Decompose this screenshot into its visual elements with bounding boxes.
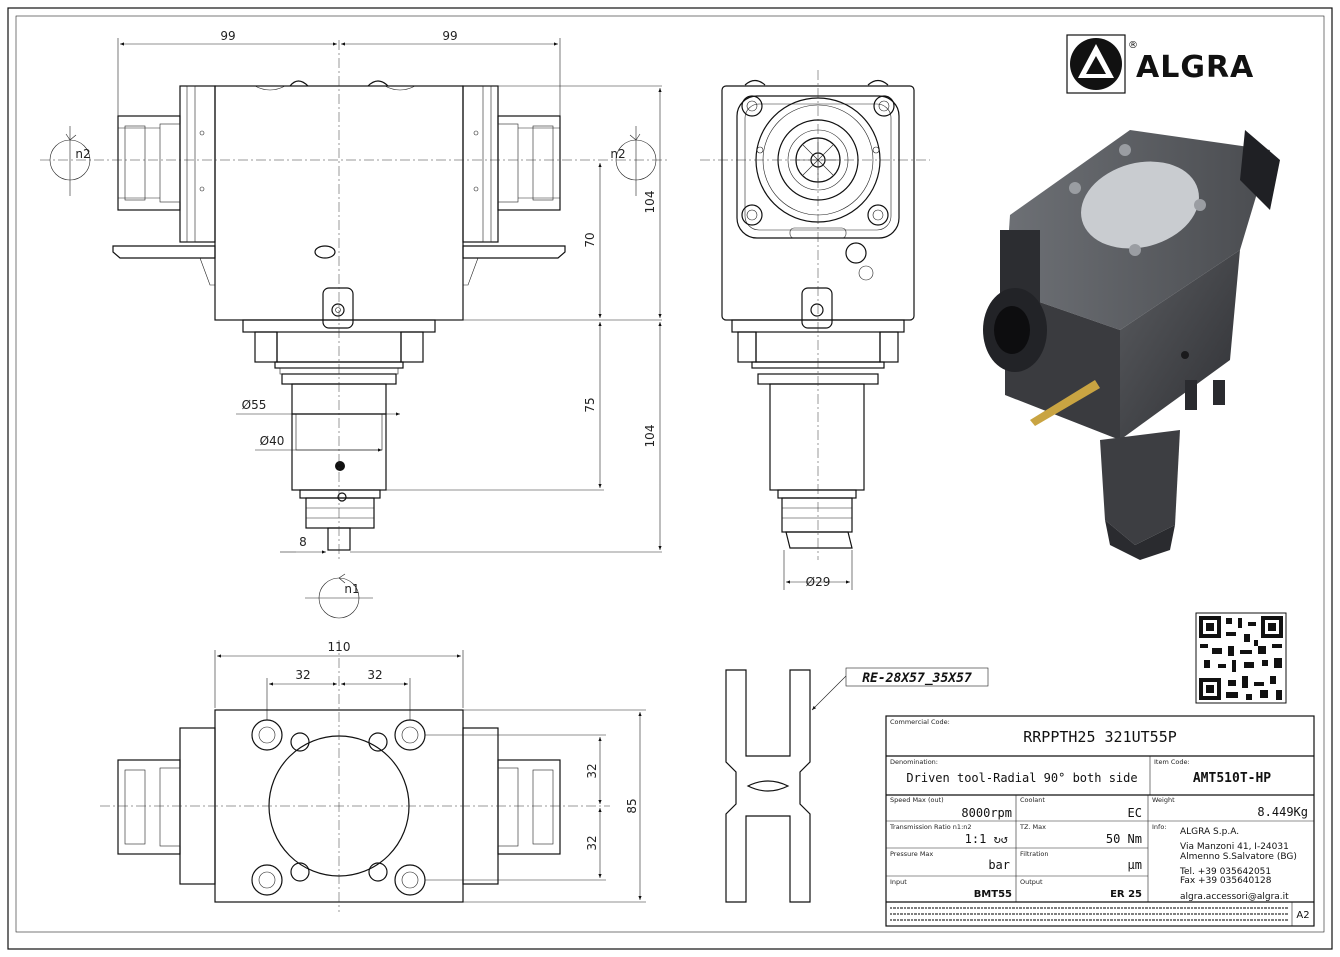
profile-label: RE-28X57_35X57	[862, 671, 972, 686]
dim-32-left: 32	[295, 668, 310, 682]
coolant: EC	[1128, 806, 1142, 820]
brand-name: ALGRA	[1136, 50, 1254, 85]
label-speed: Speed Max (out)	[890, 796, 944, 804]
dim-32-lower: 32	[585, 835, 599, 850]
company-address-2: Almenno S.Salvatore (BG)	[1180, 852, 1297, 862]
dim-104-upper: 104	[643, 191, 657, 214]
dim-99-right: 99	[442, 29, 457, 43]
dim-99-left: 99	[220, 29, 235, 43]
pressure: bar	[988, 858, 1010, 872]
commercial-code: RRPPTH25 321UT55P	[1023, 728, 1177, 746]
label-n1: n1	[344, 582, 359, 596]
label-n2-right: n2	[610, 147, 625, 161]
qr-code	[1195, 612, 1287, 704]
dim-8: 8	[299, 535, 307, 549]
label-filtration: Filtration	[1020, 850, 1049, 858]
label-ratio: Transmission Ratio n1:n2	[889, 823, 972, 831]
output-value: ER 25	[1110, 889, 1142, 900]
label-n2-left: n2	[75, 147, 90, 161]
label-item-code: Item Code:	[1154, 758, 1190, 766]
label-weight: Weight	[1152, 796, 1175, 804]
dim-32-right: 32	[367, 668, 382, 682]
front-dimensions	[117, 38, 662, 554]
sheet-size: A2	[1296, 910, 1309, 921]
title-block	[885, 715, 1315, 927]
denomination: Driven tool-Radial 90° both side	[906, 771, 1137, 785]
company-tel: Tel. +39 035642051	[1179, 867, 1271, 877]
dim-d55: Ø55	[242, 398, 267, 412]
label-input: Input	[890, 878, 907, 886]
company-email: algra.accessori@algra.it	[1180, 892, 1289, 902]
company-fax: Fax +39 035640128	[1180, 876, 1272, 886]
weight: 8.449Kg	[1257, 805, 1308, 819]
ratio: 1:1 ↻↺	[965, 832, 1008, 846]
front-view	[40, 40, 670, 619]
side-view	[700, 70, 930, 590]
registered-mark: ®	[1128, 40, 1138, 51]
input-value: BMT55	[974, 889, 1012, 900]
item-code: AMT510T-HP	[1193, 771, 1271, 786]
label-torque: TZ. Max	[1019, 823, 1046, 831]
company-name: ALGRA S.p.A.	[1180, 827, 1239, 837]
algra-logo	[1066, 34, 1126, 94]
company-address-1: Via Manzoni 41, I-24031	[1180, 842, 1289, 852]
label-denomination: Denomination:	[890, 758, 938, 766]
dim-70: 70	[583, 232, 597, 247]
torque: 50 Nm	[1106, 832, 1142, 846]
filtration: µm	[1128, 858, 1142, 872]
dim-75: 75	[583, 397, 597, 412]
label-output: Output	[1020, 878, 1043, 886]
sheet-border	[7, 7, 1333, 950]
label-commercial-code: Commercial Code:	[890, 718, 950, 726]
bottom-view	[100, 640, 646, 912]
product-3d-render	[983, 130, 1280, 560]
dim-32-upper: 32	[585, 763, 599, 778]
label-pressure: Pressure Max	[890, 850, 933, 858]
dim-85: 85	[625, 798, 639, 813]
label-coolant: Coolant	[1020, 796, 1045, 804]
dim-104-lower: 104	[643, 425, 657, 448]
dim-110: 110	[328, 640, 351, 654]
dim-d40: Ø40	[260, 434, 285, 448]
dim-d29: Ø29	[806, 575, 831, 589]
label-info: Info:	[1152, 823, 1167, 831]
profile-section	[725, 667, 989, 903]
speed: 8000rpm	[961, 806, 1012, 820]
